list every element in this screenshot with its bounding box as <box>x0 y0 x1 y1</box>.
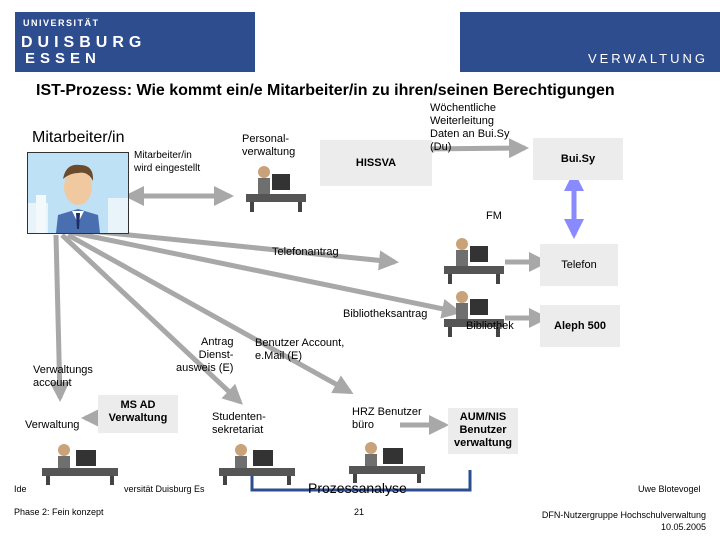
university-logo: UNIVERSITÄT DUISBURG ESSEN <box>15 12 255 72</box>
workstation-studenten-icon <box>215 440 300 485</box>
edge-eingestellt-label: Mitarbeiter/in wird eingestellt <box>134 150 201 174</box>
edge-weiterleitung-label: Wöchentliche Weiterleitung Daten an Bui.… <box>430 102 510 153</box>
edge-dienstausweis-label: Antrag Dienst- ausweis (E) <box>176 336 234 374</box>
workstation-personal-icon <box>242 158 310 213</box>
node-telefon: Telefon <box>540 244 618 286</box>
node-studenten-label: Studenten- sekretariat <box>212 411 266 436</box>
footer-left-mid: versität Duisburg Es <box>124 484 205 494</box>
arrow-studenten <box>60 233 243 405</box>
page-title: IST-Prozess: Wie kommt ein/e Mitarbeiter… <box>36 82 615 99</box>
node-mitarbeiter-label: Mitarbeiter/in <box>32 129 125 146</box>
footer-left-1: Ide <box>14 484 27 494</box>
department-banner: VERWALTUNG <box>460 12 720 72</box>
node-hissva: HISSVA <box>320 140 432 186</box>
edge-verwaltungsaccount-label: Verwaltungs account <box>33 364 93 389</box>
mitarbeiter-portrait <box>27 152 129 234</box>
footer-page-number: 21 <box>354 507 365 517</box>
node-hrz-label: HRZ Benutzer büro <box>352 406 422 431</box>
footer-center: Prozessanalyse <box>308 480 407 496</box>
workstation-verwaltung-icon <box>38 440 123 485</box>
workstation-bibliothek-icon <box>440 283 508 338</box>
arrow-bibliothek <box>69 229 462 319</box>
arrow-hrz <box>66 232 354 395</box>
workstation-fm-icon <box>440 230 508 285</box>
footer-right-2: DFN-Nutzergruppe Hochschulverwaltung <box>541 510 706 520</box>
node-aum: AUM/NIS Benutzer verwaltung <box>448 408 518 454</box>
person-icon <box>28 164 128 233</box>
logo-line-1: UNIVERSITÄT <box>23 18 100 28</box>
node-personal-label: Personal- verwaltung <box>242 133 296 158</box>
node-bibliothek-label: Bibliothek <box>466 320 514 332</box>
footer-phase: Phase 2: Fein konzept <box>14 507 104 517</box>
arrow-telefon <box>79 227 399 271</box>
node-ms-ad: MS AD Verwaltung <box>98 395 178 433</box>
node-aleph: Aleph 500 <box>540 305 620 347</box>
footer-bracket <box>250 470 472 492</box>
node-verwaltung-label: Verwaltung <box>25 419 80 431</box>
edge-telefonantrag-label: Telefonantrag <box>272 246 339 258</box>
footer-date: 10.05.2005 <box>660 522 706 532</box>
footer-right-1: Uwe Blotevogel <box>638 484 701 494</box>
workstation-hrz-icon <box>345 438 430 483</box>
department-label: VERWALTUNG <box>587 51 708 66</box>
node-buisy: Bui.Sy <box>533 138 623 180</box>
edge-bibliotheksantrag-label: Bibliotheksantrag <box>343 308 428 320</box>
arrow-verwaltung <box>49 234 70 402</box>
node-fm-label: FM <box>486 210 502 222</box>
edge-benutzer-account-label: Benutzer Account, e.Mail (E) <box>255 337 345 362</box>
logo-line-2: DUISBURG <box>21 34 147 51</box>
logo-line-3: ESSEN <box>25 50 101 67</box>
